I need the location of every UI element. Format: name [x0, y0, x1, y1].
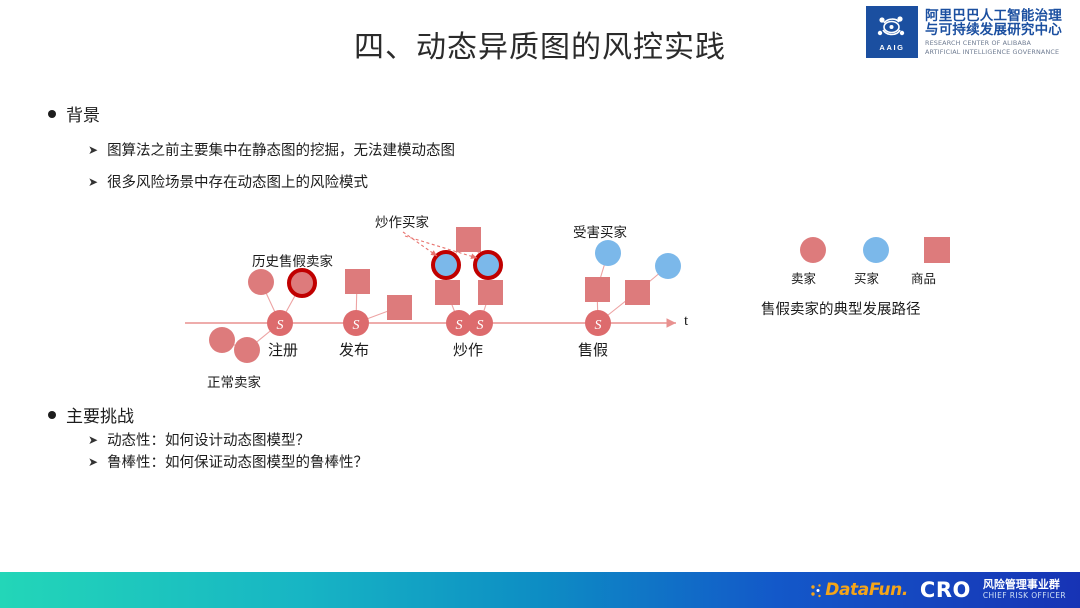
- bullet-dot-icon: [48, 109, 56, 118]
- logo-title-line1: 阿里巴巴人工智能治理: [925, 7, 1062, 24]
- aaig-logo-text: 阿里巴巴人工智能治理 与可持续发展研究中心 RESEARCH CENTER OF…: [925, 7, 1062, 56]
- aaig-badge-text: AAIG: [879, 43, 905, 52]
- cro-logo-text: CRO: [919, 578, 971, 602]
- footer-brand-group: DataFun. CRO 风险管理事业群 CHIEF RISK OFFICER: [810, 572, 1066, 608]
- annotation-normal-seller: 正常卖家: [207, 375, 261, 391]
- product-node: [387, 295, 412, 320]
- annotation-arrows: [402, 231, 478, 259]
- cro-subtitle-en: CHIEF RISK OFFICER: [982, 591, 1066, 600]
- section-heading-challenges: 主要挑战: [48, 402, 134, 427]
- aaig-emblem-icon: [877, 16, 905, 36]
- stage-node-letter: S: [595, 318, 602, 333]
- legend-swatch-buyer: [863, 237, 889, 263]
- datafun-dots-icon: [811, 583, 821, 597]
- page-title: 四、动态异质图的风控实践: [354, 30, 726, 65]
- stage-node-letter: S: [277, 318, 284, 333]
- logo-subtitle-line1: RESEARCH CENTER OF ALIBABA: [925, 38, 1032, 47]
- legend-swatch-product: [924, 237, 950, 263]
- legend-label-buyer: 买家: [854, 271, 880, 286]
- bullet-text: 图算法之前主要集中在静态图的挖掘，无法建模动态图: [107, 143, 456, 159]
- arrow-bullet-icon: ➤: [88, 142, 99, 157]
- stage-label-register: 注册: [268, 341, 299, 359]
- bullet-dot-icon: [48, 410, 56, 419]
- seller-node-historical-counterfeit: [287, 268, 317, 298]
- bullet-item-challenge-1: ➤ 动态性：如何设计动态图模型？: [88, 429, 310, 450]
- bullet-text: 动态性：如何设计动态图模型？: [107, 433, 311, 449]
- stage-node-hype-b: S: [467, 310, 493, 336]
- product-node: [435, 280, 460, 305]
- legend-caption: 售假卖家的典型发展路径: [761, 302, 921, 318]
- stage-label-publish: 发布: [339, 341, 370, 359]
- product-node: [625, 280, 650, 305]
- stage-node-register: S: [267, 310, 293, 336]
- product-node: [456, 227, 481, 252]
- stage-node-letter: S: [456, 318, 463, 333]
- product-node: [585, 277, 610, 302]
- axis-label-t: t: [684, 313, 689, 329]
- stage-node-letter: S: [353, 318, 360, 333]
- buyer-node-hyped: [473, 250, 503, 280]
- aaig-logo: AAIG 阿里巴巴人工智能治理 与可持续发展研究中心 RESEARCH CENT…: [866, 6, 1062, 58]
- section-heading-background: 背景: [48, 101, 100, 126]
- arrow-bullet-icon: ➤: [88, 432, 99, 447]
- arrow-bullet-icon: ➤: [88, 454, 99, 469]
- aaig-logo-mark: AAIG: [866, 6, 918, 58]
- footer-bar: DataFun. CRO 风险管理事业群 CHIEF RISK OFFICER: [0, 572, 1080, 608]
- seller-node-normal: [234, 337, 260, 363]
- product-node: [345, 269, 370, 294]
- seller-node: [248, 269, 274, 295]
- annotation-historical-counterfeit-seller: 历史售假卖家: [252, 254, 333, 270]
- bullet-item-background-1: ➤ 图算法之前主要集中在静态图的挖掘，无法建模动态图: [88, 139, 455, 160]
- annotation-hype-buyer: 炒作买家: [375, 215, 429, 231]
- logo-title-line2: 与可持续发展研究中心: [925, 22, 1062, 39]
- legend-label-seller: 卖家: [791, 271, 817, 286]
- stage-label-hype: 炒作: [453, 341, 484, 359]
- datafun-logo-text: DataFun.: [825, 580, 908, 600]
- cro-subtitle-cn: 风险管理事业群: [982, 578, 1060, 592]
- bullet-item-background-2: ➤ 很多风险场景中存在动态图上的风险模式: [88, 171, 368, 192]
- legend-label-product: 商品: [911, 271, 937, 286]
- datafun-logo: DataFun.: [810, 580, 908, 600]
- bullet-text: 鲁棒性：如何保证动态图模型的鲁棒性？: [107, 455, 369, 471]
- buyer-nodes: [431, 240, 681, 280]
- stage-node-hype-a: S: [446, 310, 472, 336]
- seller-nodes: [209, 268, 317, 363]
- annotation-victim-buyer: 受害买家: [573, 225, 627, 241]
- legend-swatch-seller: [800, 237, 826, 263]
- buyer-node-hyped: [431, 250, 461, 280]
- stage-node-letter: S: [477, 318, 484, 333]
- seller-node-normal: [209, 327, 235, 353]
- section-heading-text: 背景: [66, 106, 100, 126]
- arrow-bullet-icon: ➤: [88, 174, 99, 189]
- logo-subtitle-line2: ARTIFICIAL INTELLIGENCE GOVERNANCE: [925, 47, 1060, 56]
- buyer-node-victim: [595, 240, 621, 266]
- bullet-text: 很多风险场景中存在动态图上的风险模式: [107, 175, 369, 191]
- buyer-node-victim: [655, 253, 681, 279]
- cro-subtitle-group: 风险管理事业群 CHIEF RISK OFFICER: [983, 579, 1066, 600]
- section-heading-text: 主要挑战: [66, 407, 134, 427]
- stage-node-publish: S: [343, 310, 369, 336]
- product-node: [478, 280, 503, 305]
- legend-shapes: [800, 237, 950, 263]
- stage-nodes: S S S S S: [267, 310, 611, 336]
- stage-label-counterfeit: 售假: [578, 341, 609, 359]
- bullet-item-challenge-2: ➤ 鲁棒性：如何保证动态图模型的鲁棒性？: [88, 451, 368, 472]
- stage-node-counterfeit: S: [585, 310, 611, 336]
